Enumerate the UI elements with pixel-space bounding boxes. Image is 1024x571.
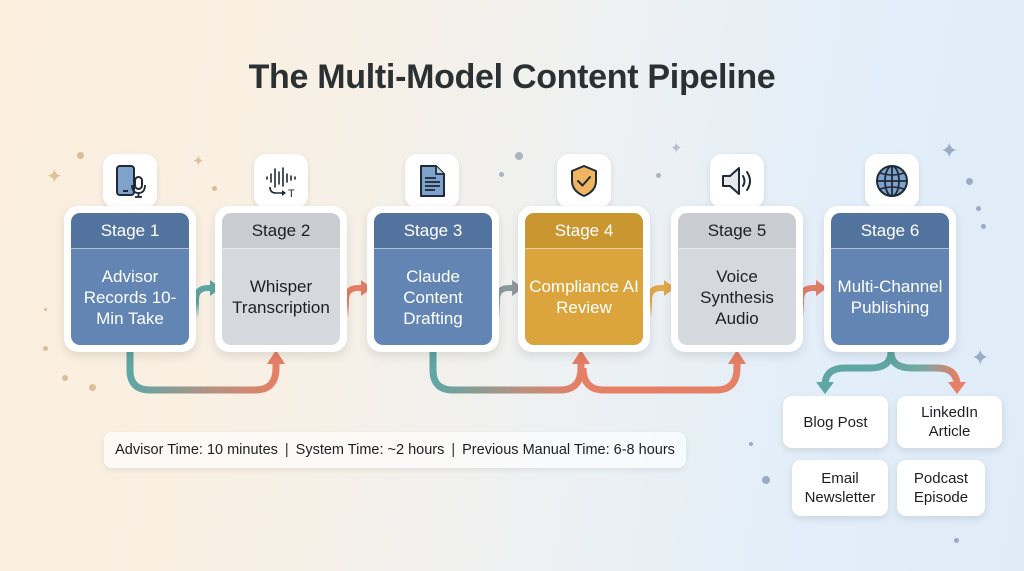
stage-label: Stage 1 <box>71 213 189 249</box>
page-title: The Multi-Model Content Pipeline <box>248 58 776 96</box>
decor-dot <box>499 172 504 177</box>
decor-dot <box>762 476 770 484</box>
stage5-icon-tile <box>710 154 764 208</box>
stage-card-2: Stage 2 Whisper Transcription <box>215 206 347 352</box>
stage3-icon-tile <box>405 154 459 208</box>
globe-icon <box>876 165 908 197</box>
stage1-icon-tile <box>103 154 157 208</box>
decor-dot <box>43 346 48 351</box>
separator: | <box>451 442 456 458</box>
separator: | <box>284 442 289 458</box>
arrow-loop-stage4-to-stage5 <box>579 350 746 394</box>
stage-description: Advisor Records 10-Min Take <box>71 249 189 345</box>
stage-label: Stage 6 <box>831 213 949 249</box>
decor-dot <box>77 152 84 159</box>
manual-time: Previous Manual Time: 6-8 hours <box>462 442 675 458</box>
sparkle-icon: ✦ <box>46 166 63 188</box>
decor-dot <box>62 375 68 381</box>
sparkle-icon: ✦ <box>192 153 205 170</box>
stage-card-3: Stage 3 Claude Content Drafting <box>367 206 499 352</box>
stage-card-5: Stage 5 Voice Synthesis Audio <box>671 206 803 352</box>
stage-description: Voice Synthesis Audio <box>678 249 796 345</box>
decor-dot <box>966 178 973 185</box>
stage-card-4: Stage 4 Compliance AI Review <box>518 206 650 352</box>
stage-card-1: Stage 1 Advisor Records 10-Min Take <box>64 206 196 352</box>
stage6-icon-tile <box>865 154 919 208</box>
arrow-branch-to-outputs <box>816 351 966 394</box>
speaker-icon <box>722 167 751 195</box>
output-blog-post: Blog Post <box>783 396 888 448</box>
decor-dot <box>981 224 986 229</box>
decor-dot <box>656 173 661 178</box>
decor-dot <box>976 206 981 211</box>
time-summary-bar: Advisor Time: 10 minutes | System Time: … <box>104 432 686 468</box>
output-email-newsletter: Email Newsletter <box>792 460 888 516</box>
stage-description: Claude Content Drafting <box>374 249 492 345</box>
output-linkedin-article: LinkedIn Article <box>897 396 1002 448</box>
stage-description: Multi-Channel Publishing <box>831 249 949 345</box>
stage-label: Stage 2 <box>222 213 340 249</box>
document-icon <box>420 165 445 197</box>
output-podcast-episode: Podcast Episode <box>897 460 985 516</box>
stage-description: Whisper Transcription <box>222 249 340 345</box>
decor-dot <box>749 442 753 446</box>
svg-text:T: T <box>288 188 295 199</box>
decor-dot <box>89 384 96 391</box>
decor-dot <box>212 186 217 191</box>
stage-label: Stage 5 <box>678 213 796 249</box>
sparkle-icon: ✦ <box>971 345 990 370</box>
stage-label: Stage 3 <box>374 213 492 249</box>
stage-label: Stage 4 <box>525 213 643 249</box>
audio-waveform-to-text-icon: T <box>266 167 296 199</box>
stage4-icon-tile <box>557 154 611 208</box>
system-time: System Time: ~2 hours <box>295 442 445 458</box>
decor-dot <box>44 308 47 311</box>
stage-description: Compliance AI Review <box>525 249 643 345</box>
arrow-loop-stage1-to-stage2 <box>126 350 285 394</box>
shield-check-icon <box>571 165 597 197</box>
decor-dot <box>954 538 959 543</box>
stage-card-6: Stage 6 Multi-Channel Publishing <box>824 206 956 352</box>
sparkle-icon: ✦ <box>940 138 959 163</box>
decor-dot <box>515 152 523 160</box>
arrow-loop-stage3-to-stage4 <box>429 350 590 394</box>
sparkle-icon: ✦ <box>670 140 683 157</box>
phone-microphone-icon <box>116 165 146 198</box>
advisor-time: Advisor Time: 10 minutes <box>115 442 278 458</box>
stage2-icon-tile: T <box>254 154 308 208</box>
